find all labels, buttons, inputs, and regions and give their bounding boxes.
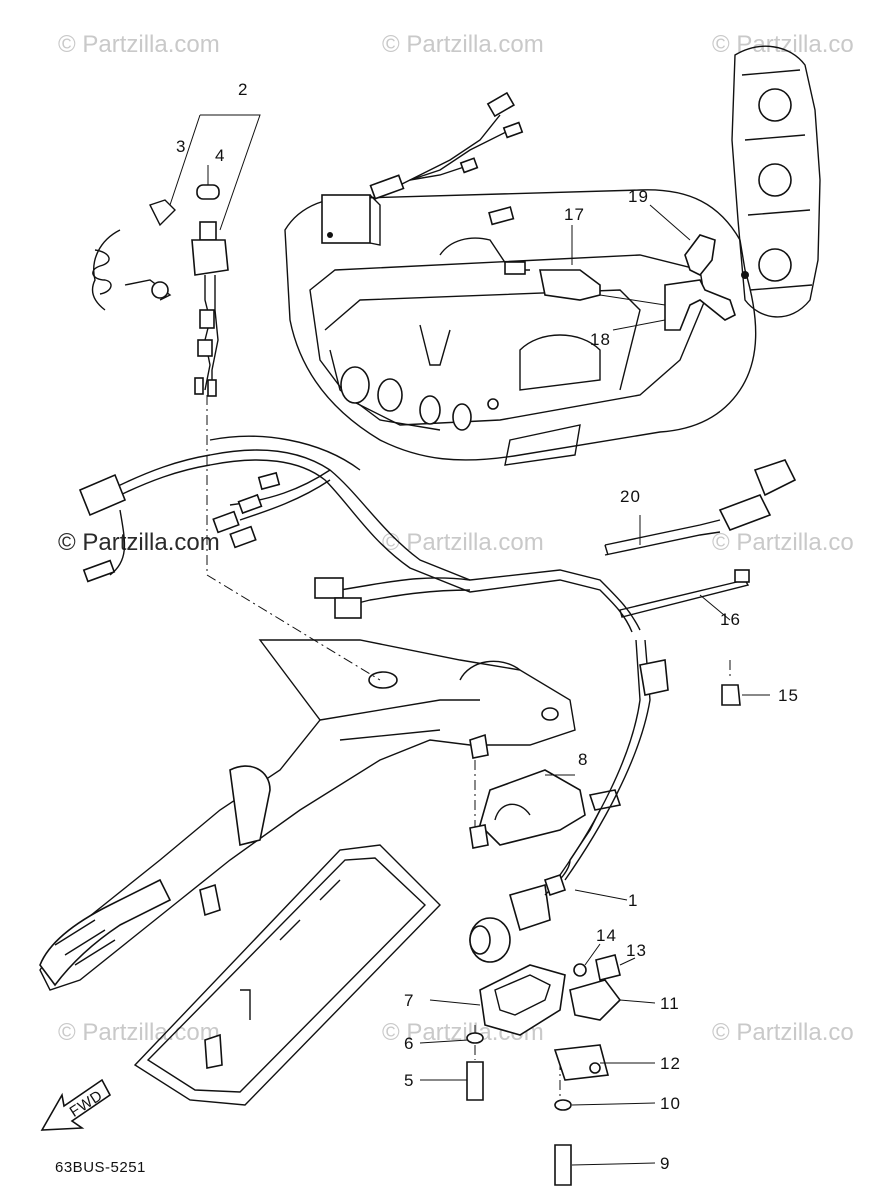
watermark-bottom-left: © Partzilla.com	[58, 1019, 220, 1046]
watermarks: © Partzilla.com © Partzilla.com © Partzi…	[58, 31, 854, 1046]
main-switch-drawing	[469, 639, 669, 963]
watermark-top-center: © Partzilla.com	[382, 31, 544, 58]
harness-20-drawing	[604, 544, 609, 556]
callout-13: 13	[626, 941, 647, 960]
forward-arrow: FWD	[40, 1078, 112, 1131]
callout-18: 18	[590, 330, 611, 349]
neutral-switch-drawing	[439, 206, 601, 301]
switch-holder-drawing	[479, 964, 622, 1081]
diagram-code: 63BUS-5251	[55, 1159, 146, 1176]
washer-14	[573, 963, 587, 977]
callout-11: 11	[660, 994, 680, 1013]
callout-3: 3	[176, 137, 186, 156]
lower-cover-drawing	[133, 844, 441, 1106]
callout-labels: 2 3 4 17 19 18 20 16 15 8 1 14 13 7 11 6…	[176, 80, 799, 1173]
cable-tie-drawing	[619, 569, 750, 618]
callout-10: 10	[660, 1094, 681, 1113]
callout-15: 15	[778, 686, 799, 705]
callout-7: 7	[404, 991, 414, 1010]
watermark-mid-right: © Partzilla.co	[712, 529, 854, 556]
watermark-bottom-right: © Partzilla.co	[712, 1019, 854, 1046]
fwd-arrow-icon	[40, 1078, 112, 1131]
callout-12: 12	[660, 1054, 681, 1073]
callout-17: 17	[564, 205, 585, 224]
callout-16: 16	[720, 610, 741, 629]
washer-10	[554, 1099, 572, 1111]
watermark-mid-left: © Partzilla.com	[58, 529, 220, 556]
switch-bracket-drawing	[664, 234, 736, 331]
switch-cover-drawing	[469, 769, 586, 849]
callout-6: 6	[404, 1034, 414, 1053]
main-harness-drawing	[78, 435, 797, 633]
bolt-5	[466, 1061, 484, 1101]
washer-6	[466, 1032, 484, 1044]
callout-20: 20	[620, 487, 641, 506]
watermark-mid-center: © Partzilla.com	[382, 529, 544, 556]
callout-5: 5	[404, 1071, 414, 1090]
callout-9: 9	[660, 1154, 670, 1173]
stop-switch-lanyard-drawing	[91, 199, 176, 311]
upper-harness-drawing	[321, 91, 524, 246]
screw-9	[554, 1144, 572, 1186]
tiller-handle-drawing	[39, 639, 576, 991]
callout-14: 14	[596, 926, 617, 945]
watermark-top-left: © Partzilla.com	[58, 31, 220, 58]
stop-switch-drawing	[191, 184, 229, 397]
callout-4: 4	[215, 146, 225, 165]
callout-19: 19	[628, 187, 649, 206]
fasteners-drawing	[466, 684, 741, 1186]
bottom-cowling-drawing	[284, 189, 757, 466]
watermark-top-right: © Partzilla.co	[712, 31, 854, 58]
callout-2: 2	[238, 80, 248, 99]
callout-8: 8	[578, 750, 588, 769]
screw-15	[721, 684, 741, 706]
mounting-plate-drawing	[731, 45, 821, 318]
leader-lines	[169, 114, 770, 1166]
callout-1: 1	[628, 891, 638, 910]
screw-13	[595, 954, 621, 981]
